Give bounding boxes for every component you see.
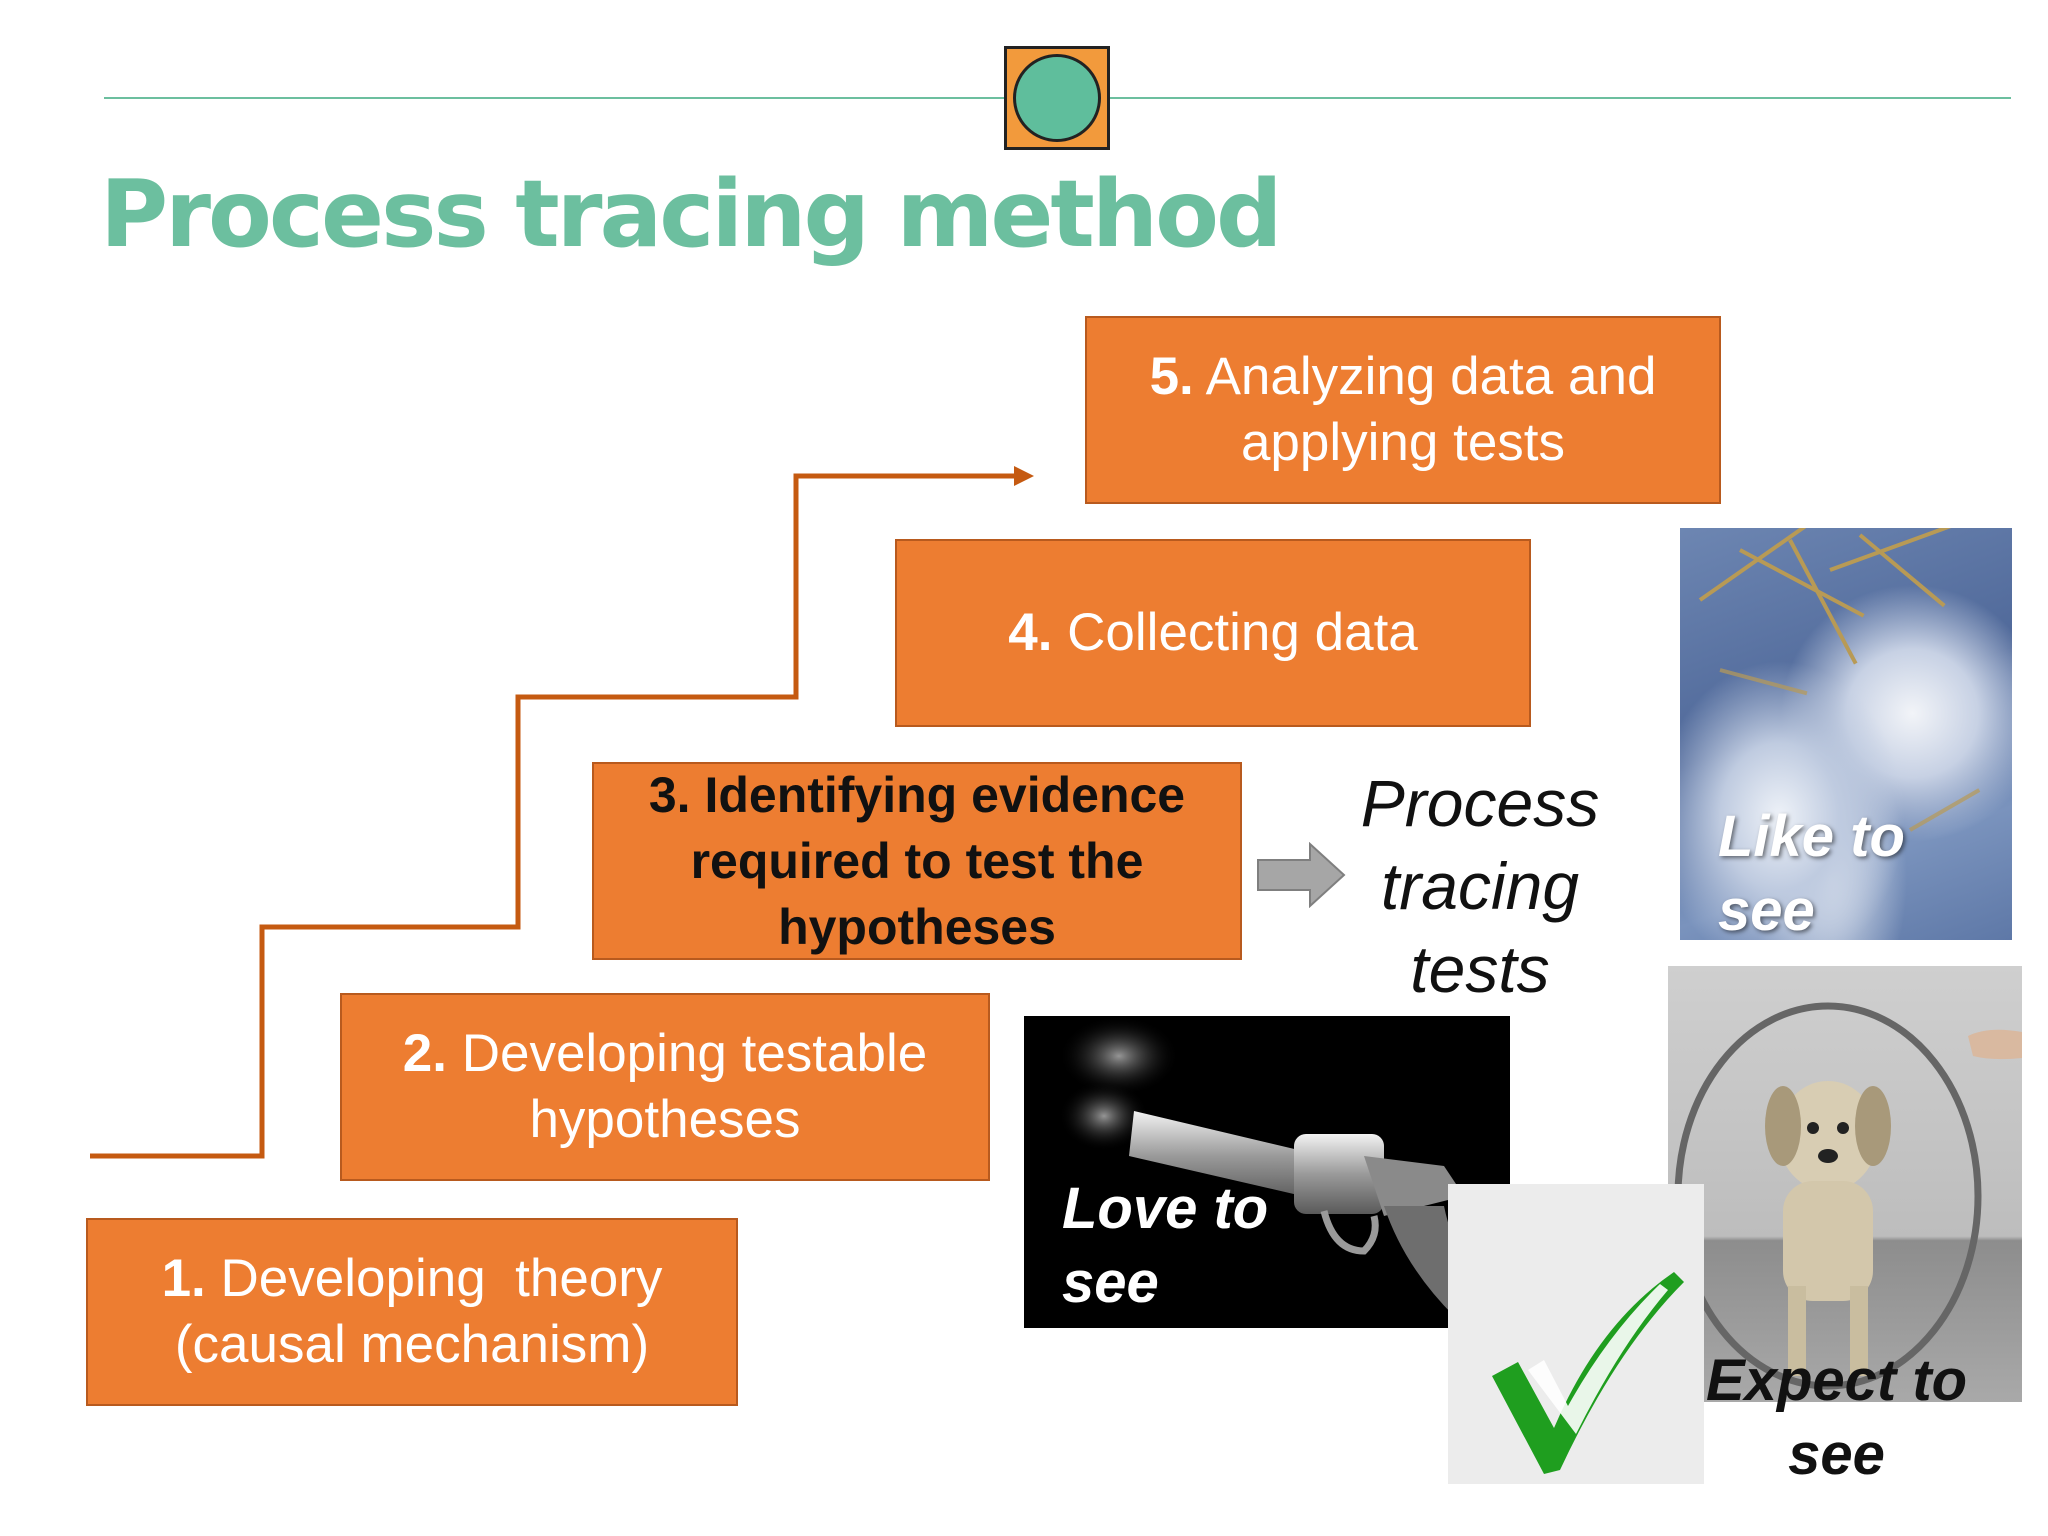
step-5-line2: applying tests [1240, 413, 1566, 472]
step-1-line2: (causal mechanism) [174, 1315, 650, 1374]
checkmark-image [1448, 1184, 1704, 1484]
step-3-box: 3. Identifying evidence required to test… [592, 762, 1242, 960]
step-3-line2: required to test the [690, 833, 1144, 889]
step-5-box: 5. Analyzing data and applying tests [1085, 316, 1721, 504]
tests-label-line2: tracing [1380, 849, 1580, 923]
step-1-line1: Developing theory [220, 1249, 663, 1308]
sky-reflection-photo [1680, 528, 2012, 940]
love-line2: see [1062, 1250, 1159, 1315]
dog-hoop-photo [1668, 966, 2022, 1402]
expect-to-see-caption: Expect to see [1706, 1344, 1967, 1492]
arrow-right-icon [1257, 842, 1346, 908]
circle-badge-icon [1004, 46, 1110, 150]
step-1-number: 1. [161, 1249, 206, 1308]
like-to-see-caption: Like to see [1718, 800, 1905, 948]
step-2-box: 2. Developing testable hypotheses [340, 993, 990, 1181]
tests-label-line1: Process [1360, 766, 1600, 840]
staircase-line [90, 473, 1020, 1159]
expect-line2: see [1788, 1422, 1885, 1487]
step-5-line1: Analyzing data and [1205, 347, 1657, 406]
step-4-line1: Collecting data [1067, 603, 1418, 662]
step-3-line3: hypotheses [778, 899, 1056, 955]
step-1-box: 1. Developing theory (causal mechanism) [86, 1218, 738, 1406]
love-line1: Love to [1062, 1176, 1269, 1241]
love-to-see-caption: Love to see [1062, 1172, 1268, 1320]
page-title: Process tracing method [100, 160, 1283, 268]
dog-hoop-icon [1674, 1002, 2022, 1390]
process-tracing-tests-label: Process tracing tests [1330, 762, 1630, 1011]
like-line1: Like to [1718, 804, 1905, 869]
step-2-number: 2. [402, 1024, 447, 1083]
staircase-arrowhead [1014, 466, 1034, 486]
step-2-line1: Developing testable [461, 1024, 928, 1083]
step-5-number: 5. [1149, 347, 1194, 406]
step-2-line2: hypotheses [529, 1090, 801, 1149]
step-4-box: 4. Collecting data [895, 539, 1531, 727]
checkmark-icon [1492, 1272, 1684, 1474]
badge-circle [1013, 54, 1101, 142]
step-3-line1: 3. Identifying evidence [648, 767, 1186, 823]
like-line2: see [1718, 878, 1815, 943]
expect-line1: Expect to [1706, 1348, 1968, 1413]
tests-label-line3: tests [1410, 932, 1550, 1006]
step-4-number: 4. [1008, 603, 1053, 662]
